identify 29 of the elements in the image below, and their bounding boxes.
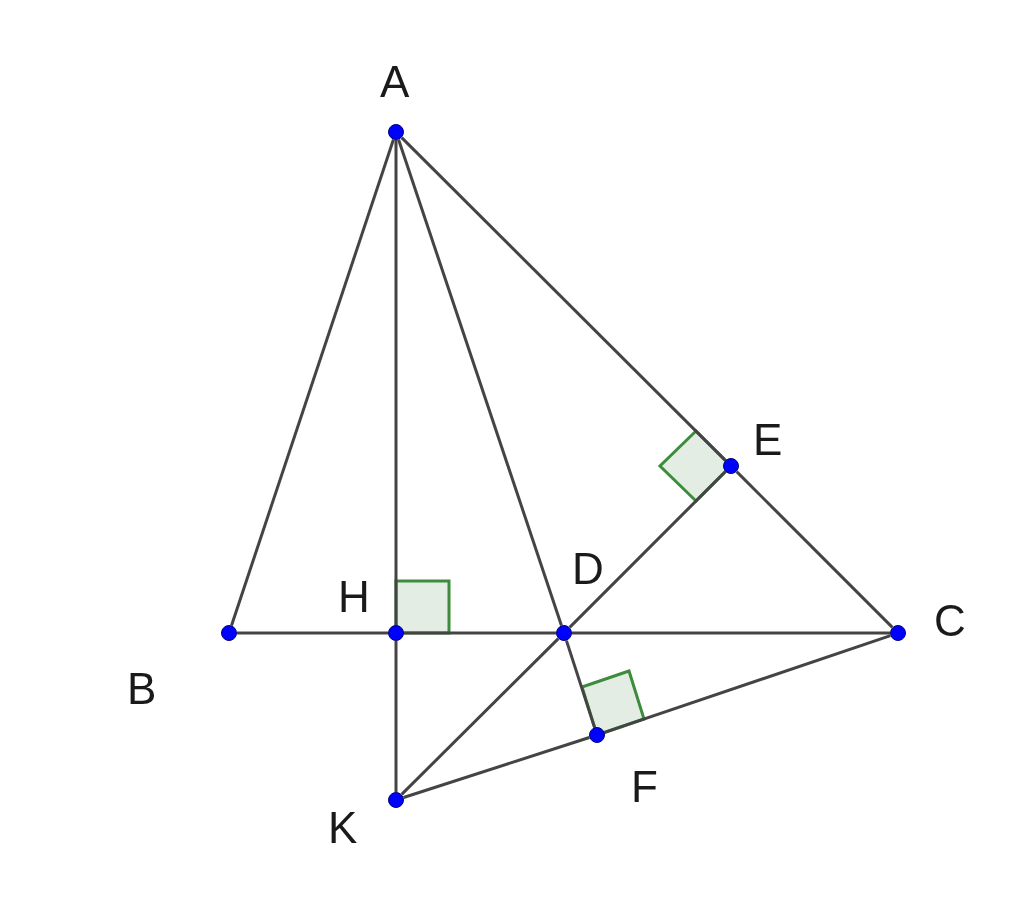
point-label: B <box>127 667 157 711</box>
point-marker <box>556 625 572 641</box>
line-segment <box>397 139 563 626</box>
point-marker <box>221 625 237 641</box>
point-marker <box>589 727 605 743</box>
line-segment <box>400 136 727 462</box>
line-segment <box>568 470 727 629</box>
line-segment <box>404 631 556 635</box>
point-label: E <box>753 418 783 462</box>
line-segment <box>565 640 596 728</box>
line-segment <box>572 631 890 635</box>
line-segment <box>394 641 398 792</box>
point-label: A <box>380 60 410 104</box>
point-marker <box>388 124 404 140</box>
point-label: K <box>328 806 358 850</box>
point-marker <box>388 792 404 808</box>
point-label: C <box>934 599 966 643</box>
point-marker <box>388 625 404 641</box>
point-label: H <box>338 575 370 619</box>
line-segment <box>237 631 388 635</box>
point-marker <box>890 625 906 641</box>
line-segment <box>604 634 891 734</box>
line-segment <box>403 736 590 799</box>
point-label: F <box>631 765 658 809</box>
line-segment <box>735 470 894 629</box>
line-segment <box>230 139 395 626</box>
line-segment <box>394 140 398 625</box>
line-segment <box>400 637 560 796</box>
point-label: D <box>572 547 604 591</box>
